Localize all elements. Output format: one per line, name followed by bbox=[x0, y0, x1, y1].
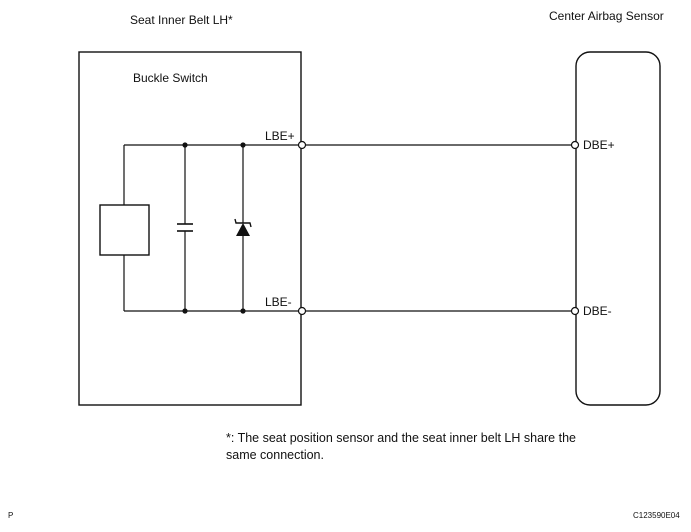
junction-dot bbox=[240, 308, 246, 314]
terminal-label-lbe-plus: LBE+ bbox=[265, 129, 295, 143]
terminal-label-dbe-plus: DBE+ bbox=[583, 138, 615, 152]
page-mark: P bbox=[8, 511, 13, 520]
junction-dot bbox=[182, 308, 188, 314]
footnote-line-1: *: The seat position sensor and the seat… bbox=[226, 431, 576, 445]
junction-dot bbox=[240, 142, 246, 148]
airbag-sensor-box bbox=[575, 51, 661, 406]
right-module-title: Center Airbag Sensor bbox=[549, 9, 664, 23]
footnote-line-2: same connection. bbox=[226, 448, 324, 462]
buckle-switch-label: Buckle Switch bbox=[133, 71, 208, 85]
terminal-lbe-minus bbox=[297, 306, 307, 316]
terminal-dbe-plus bbox=[570, 140, 580, 150]
terminal-lbe-plus bbox=[297, 140, 307, 150]
figure-code: C123590E04 bbox=[633, 511, 680, 520]
terminal-label-lbe-minus: LBE- bbox=[265, 295, 292, 309]
left-module-title: Seat Inner Belt LH* bbox=[130, 13, 233, 27]
buckle-switch-element bbox=[99, 204, 150, 256]
seat-belt-module-box bbox=[78, 51, 302, 406]
diode-triangle bbox=[236, 223, 250, 236]
terminal-label-dbe-minus: DBE- bbox=[583, 304, 612, 318]
terminal-dbe-minus bbox=[570, 306, 580, 316]
junction-dot bbox=[182, 142, 188, 148]
